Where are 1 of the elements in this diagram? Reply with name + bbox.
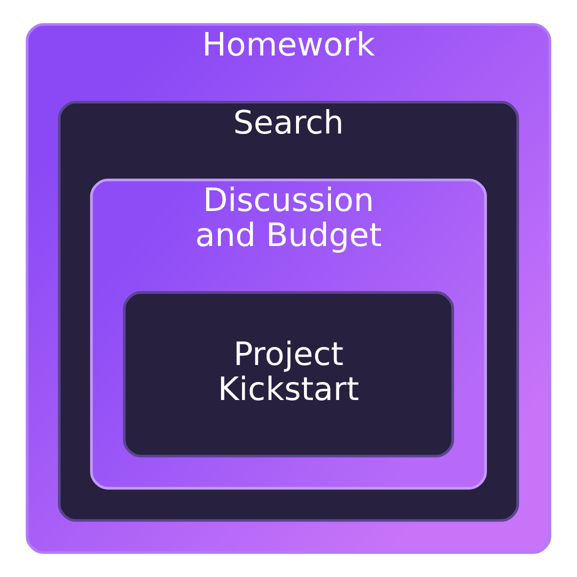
node-box: Project Kickstart [122, 291, 454, 458]
